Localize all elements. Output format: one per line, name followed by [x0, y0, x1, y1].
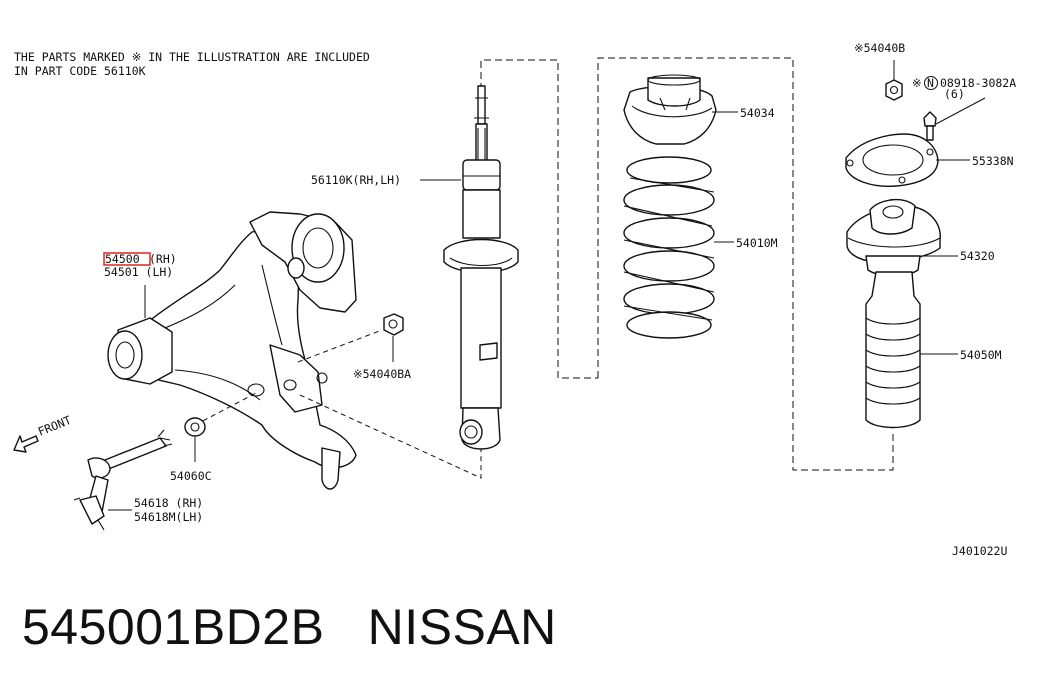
front-label: FRONT — [36, 413, 73, 439]
callout-54500-side: (RH) — [149, 252, 177, 266]
callout-54010m[interactable]: 54010M — [736, 236, 778, 250]
callout-54320[interactable]: 54320 — [960, 249, 995, 263]
callout-54618m[interactable]: 54618M(LH) — [134, 510, 203, 524]
callout-54618[interactable]: 54618 (RH) — [134, 496, 203, 510]
arm-to-strut-dash — [299, 394, 482, 479]
mount-plate[interactable] — [845, 133, 939, 187]
part-number-title: 545001BD2B NISSAN — [22, 599, 557, 655]
callout-54040b[interactable]: ※54040B — [854, 41, 905, 55]
callout-55338n[interactable]: 55338N — [972, 154, 1014, 168]
spring-group-frame — [597, 57, 894, 471]
callout-54034[interactable]: 54034 — [740, 106, 775, 120]
stabilizer-link[interactable] — [73, 429, 173, 531]
note-line-2: IN PART CODE 56110K — [14, 64, 146, 78]
washer[interactable] — [184, 417, 206, 437]
diagram-code: J401022U — [952, 544, 1007, 558]
callout-bolt-prefix: ※ — [912, 76, 922, 90]
callout-54040ba[interactable]: ※54040BA — [353, 367, 411, 381]
nut-a-dash — [297, 329, 383, 363]
strut-insulator[interactable] — [846, 199, 941, 277]
highlight-box — [103, 252, 151, 266]
callout-54060c[interactable]: 54060C — [170, 469, 212, 483]
strut-assembly[interactable] — [443, 85, 519, 450]
note-line-1: THE PARTS MARKED ※ IN THE ILLUSTRATION A… — [14, 50, 370, 64]
callout-54501[interactable]: 54501 (LH) — [104, 265, 173, 279]
bound-bumper[interactable] — [865, 271, 921, 429]
callout-bolt-n: N — [927, 76, 934, 90]
callout-54050m[interactable]: 54050M — [960, 348, 1002, 362]
coil-spring[interactable] — [623, 156, 715, 339]
front-arrow: FRONT — [13, 413, 73, 453]
callout-bolt-code[interactable]: 08918-3082A — [940, 76, 1016, 90]
leader-lines — [108, 60, 986, 511]
callout-54500[interactable]: 54500 — [105, 252, 140, 266]
callout-bolt-qty: (6) — [944, 87, 965, 101]
n-circle-icon — [924, 76, 938, 90]
nut-b[interactable] — [885, 79, 903, 101]
nut-a[interactable] — [383, 313, 404, 336]
callout-56110k[interactable]: 56110K(RH,LH) — [311, 173, 401, 187]
lower-arm[interactable] — [107, 211, 357, 490]
washer-dash — [194, 391, 259, 426]
spring-upper-seat[interactable] — [623, 74, 717, 145]
bolt[interactable] — [923, 111, 937, 141]
